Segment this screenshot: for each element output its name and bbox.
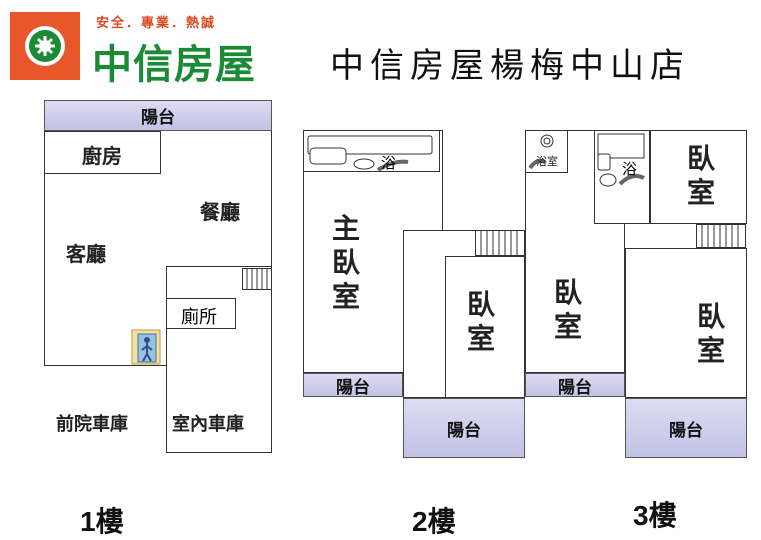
floor3-bedroom2-label: 臥 室 xyxy=(691,300,731,368)
floor3-label: 3樓 xyxy=(633,500,677,531)
floor2-bedroom1-inner xyxy=(445,256,525,398)
globe-logo-icon xyxy=(25,26,65,66)
floor1-stairs xyxy=(242,268,272,290)
floor2-bedroom2-char-2: 室 xyxy=(553,310,582,343)
floor3-balcony: 陽台 xyxy=(625,398,747,458)
shower-toilet-icon xyxy=(597,133,645,187)
floor1-dining-label: 餐廳 xyxy=(200,200,240,224)
slogan: 安全．專業．熱誠 xyxy=(96,16,217,31)
floor1-indoor-garage-label: 室內車庫 xyxy=(172,414,244,435)
bathtub-icon xyxy=(307,135,433,172)
floor2-bedroom1-label: 臥 室 xyxy=(461,288,501,356)
floor3-bedroom1-char-2: 室 xyxy=(686,176,715,209)
floor2-stairs xyxy=(475,230,525,256)
floor2-bedroom2-label: 臥 室 xyxy=(548,276,588,344)
floor1-living-label: 客廳 xyxy=(66,242,106,266)
floor1-toilet-room xyxy=(166,298,236,329)
floor3-bedroom1-char-1: 臥 xyxy=(686,142,715,175)
floor2-balcony-right: 陽台 xyxy=(525,373,625,398)
floor2-label: 2樓 xyxy=(412,506,456,537)
floor1-toilet-label: 廁所 xyxy=(181,307,217,328)
floor2-master-char-2: 臥 xyxy=(331,246,360,279)
floor2-bedroom1-char-1: 臥 xyxy=(466,288,495,321)
toilet-icon xyxy=(528,134,554,170)
floor3-stairs xyxy=(696,224,746,248)
floor1-label: 1樓 xyxy=(80,506,124,537)
brand-name: 中信房屋 xyxy=(92,42,256,88)
floor3-bath-label: 浴 xyxy=(622,160,638,178)
floor2-balcony-center: 陽台 xyxy=(403,398,525,458)
floor2-master-label: 主 臥 室 xyxy=(326,212,366,314)
logo-badge xyxy=(10,12,80,80)
floor3-bedroom2-char-2: 室 xyxy=(696,334,725,367)
door-icon xyxy=(131,329,161,365)
floor2-bath-label: 浴 xyxy=(381,154,397,172)
floor3-bedroom1-label: 臥 室 xyxy=(681,142,721,210)
floor2-master-char-1: 主 xyxy=(331,212,360,245)
floor3-bedroom1 xyxy=(650,130,747,224)
floor3-bedroom2-char-1: 臥 xyxy=(696,300,725,333)
floor1-kitchen-label: 廚房 xyxy=(82,144,122,168)
floor1-garage-block xyxy=(166,266,272,453)
store-name: 中信房屋楊梅中山店 xyxy=(330,46,690,86)
floor2-master-char-3: 室 xyxy=(331,280,360,313)
floor1-kitchen-room xyxy=(44,131,161,174)
floor2-bedroom1-char-2: 室 xyxy=(466,322,495,355)
floor1-balcony: 陽台 xyxy=(44,100,272,131)
floor3-bedroom2 xyxy=(625,248,747,398)
floor2-bathroom-label: 浴室 xyxy=(536,155,558,168)
floor2-bedroom2-char-1: 臥 xyxy=(553,276,582,309)
floor1-front-garage-label: 前院車庫 xyxy=(56,414,128,435)
floor2-balcony-left: 陽台 xyxy=(303,373,403,398)
